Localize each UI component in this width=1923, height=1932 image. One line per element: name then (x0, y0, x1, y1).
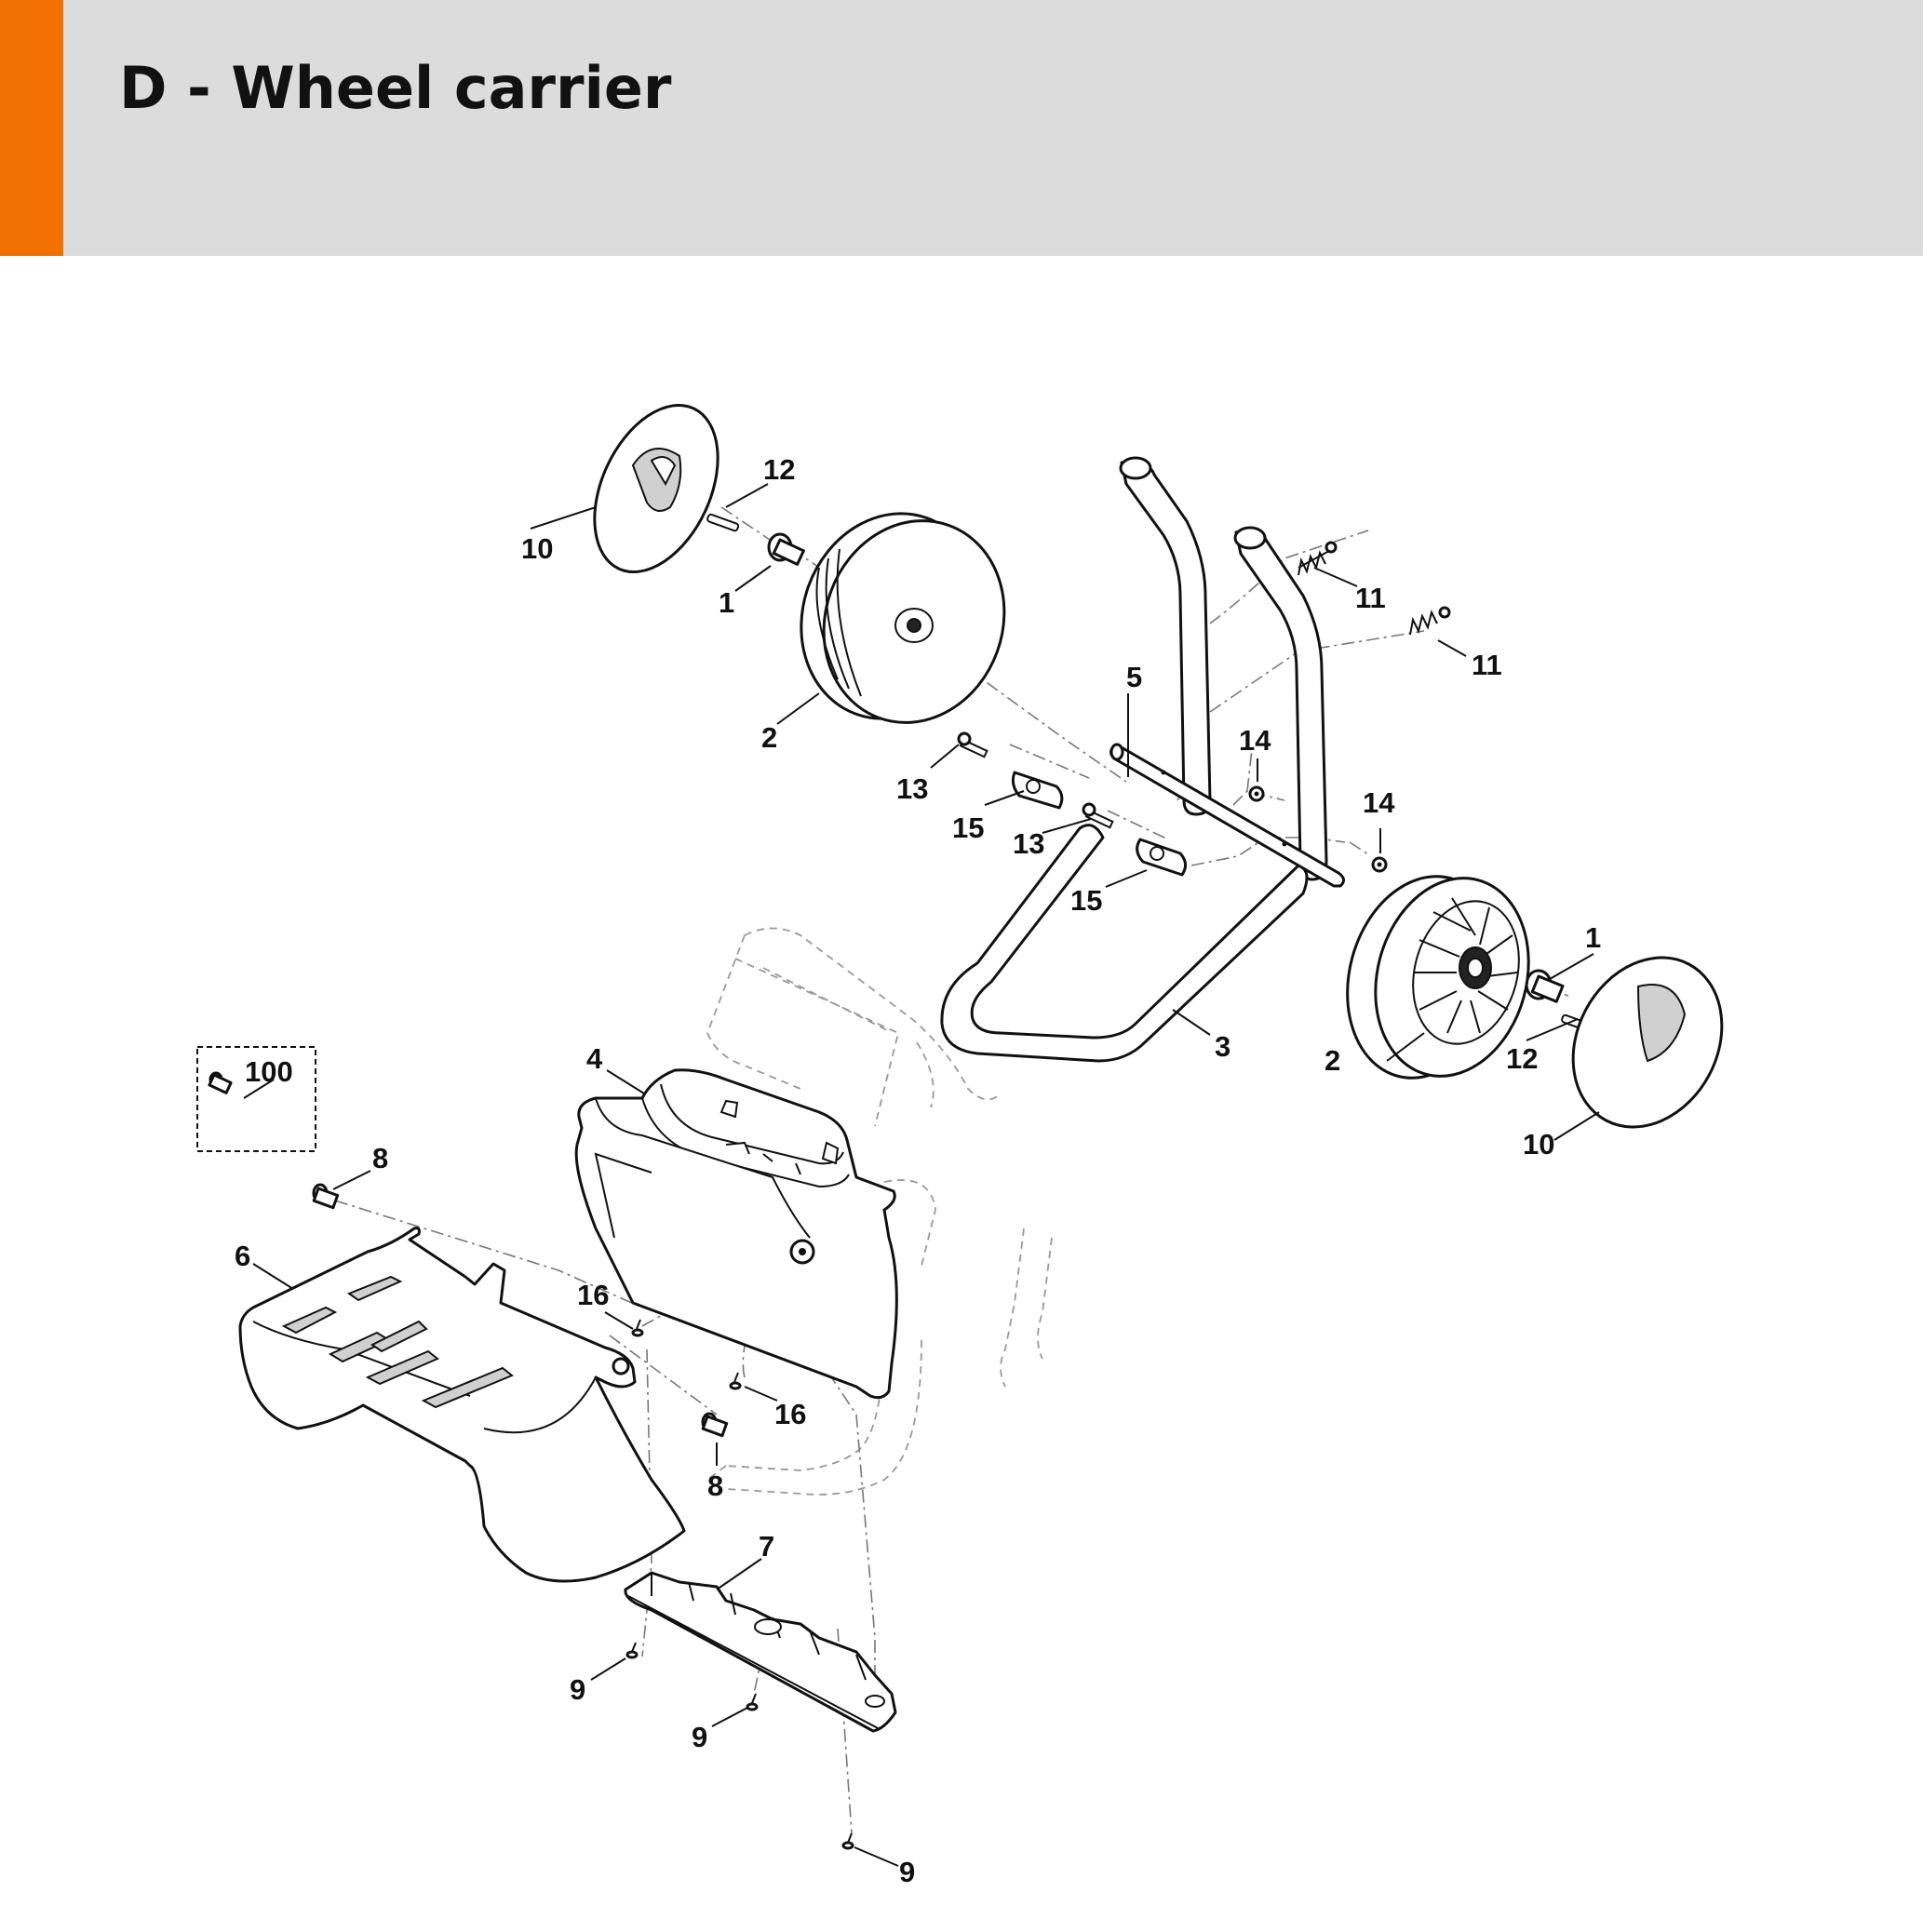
callout-1-right: 1 (1585, 921, 1601, 954)
part-14-nut-b (1371, 856, 1388, 873)
callout-10-top: 10 (521, 532, 553, 565)
part-12-pin-top (706, 513, 740, 532)
callout-8-top: 8 (372, 1142, 388, 1174)
header-bar: D - Wheel carrier (0, 0, 1923, 256)
header-accent-stripe (0, 0, 63, 256)
part-2-wheel-right (1346, 875, 1530, 1080)
callout-3: 3 (1215, 1030, 1230, 1063)
callout-10-right: 10 (1523, 1128, 1554, 1161)
callout-11-b: 11 (1472, 649, 1502, 681)
part-10-hubcap-top (593, 403, 719, 574)
part-1-bushing-top (767, 532, 805, 566)
part-4-hopper-housing (574, 1068, 898, 1400)
part-9-screw-a (625, 1642, 639, 1659)
part-15-clamp-b (1136, 838, 1187, 877)
callout-2-left: 2 (761, 721, 777, 754)
callout-13-a: 13 (896, 772, 928, 805)
callout-6: 6 (235, 1240, 250, 1272)
part-10-hubcap-right (1571, 956, 1724, 1129)
callout-15-a: 15 (952, 812, 984, 844)
callout-100: 100 (245, 1055, 293, 1088)
page-title: D - Wheel carrier (119, 54, 672, 122)
part-8-plug-bottom (701, 1412, 729, 1438)
callout-9-c: 9 (899, 1856, 915, 1888)
callout-13-b: 13 (1013, 827, 1044, 860)
part-9-screw-b (746, 1693, 759, 1711)
part-100-box (196, 1046, 316, 1152)
part-16-screw-a (631, 1319, 644, 1337)
callout-12-right: 12 (1506, 1042, 1538, 1075)
part-13-bolt-b (1082, 802, 1114, 829)
callout-2-right: 2 (1325, 1044, 1340, 1077)
leader-lines (243, 483, 1600, 1867)
callout-15-b: 15 (1070, 884, 1102, 917)
callout-labels: 10 12 1 2 5 11 11 14 14 13 15 13 15 1 3 … (235, 453, 1601, 1888)
part-6-discharge-chute (238, 1227, 686, 1583)
part-3-wheel-frame (940, 456, 1328, 1063)
callout-14-b: 14 (1363, 786, 1395, 819)
callout-8-bottom: 8 (707, 1469, 723, 1502)
part-14-nut-a (1248, 785, 1265, 802)
part-16-screw-b (729, 1372, 742, 1390)
callout-12-top: 12 (763, 453, 795, 486)
callout-5: 5 (1126, 661, 1142, 693)
part-15-clamp-a (1011, 771, 1064, 810)
callout-16-b: 16 (774, 1398, 806, 1430)
part-13-bolt-a (957, 731, 988, 758)
callout-11-a: 11 (1355, 582, 1386, 614)
part-2-wheel-top (800, 512, 1006, 724)
callout-4: 4 (586, 1042, 603, 1075)
callout-1-top: 1 (719, 586, 734, 619)
part-9-screw-c (841, 1832, 854, 1850)
part-11-screw-a (1298, 541, 1338, 576)
part-8-plug-top (312, 1183, 340, 1210)
callout-16-a: 16 (577, 1279, 609, 1311)
part-7-base-rail (624, 1571, 897, 1733)
part-5-axle-rod (1109, 743, 1345, 888)
callout-9-b: 9 (692, 1721, 707, 1753)
callout-7: 7 (759, 1530, 774, 1563)
part-11-screw-b (1409, 606, 1451, 636)
callout-9-a: 9 (570, 1673, 585, 1706)
callout-14-a: 14 (1239, 724, 1271, 757)
